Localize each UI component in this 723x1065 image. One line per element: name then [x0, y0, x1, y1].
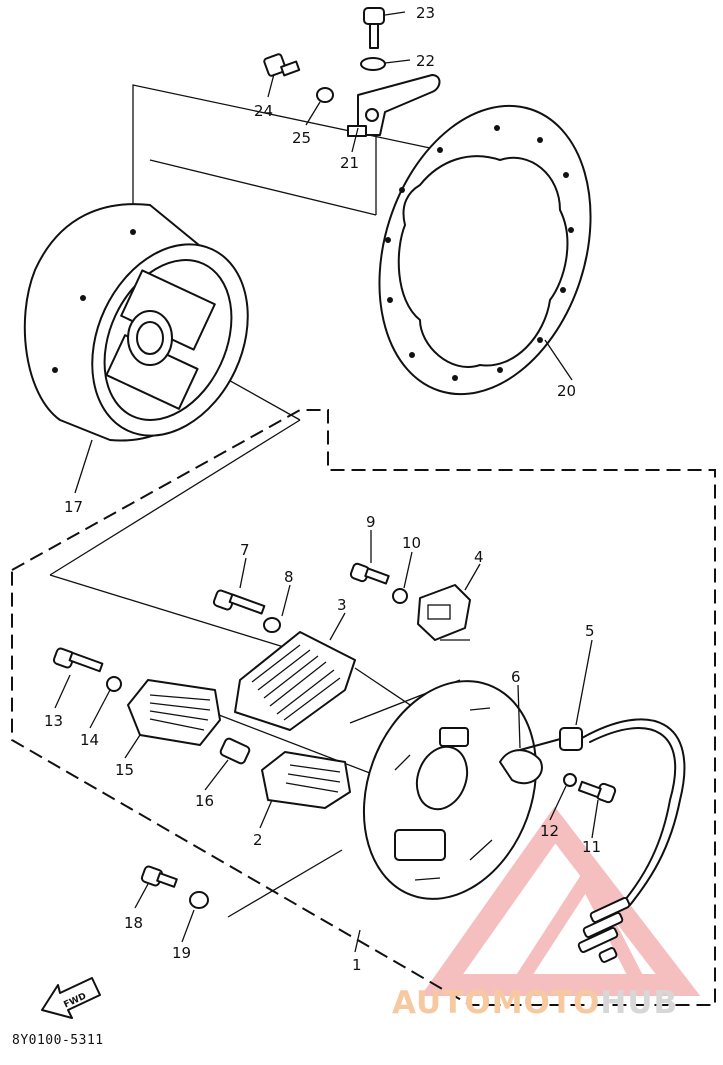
callout-18: 18	[124, 914, 143, 932]
callout-1: 1	[352, 956, 362, 974]
washer-12-icon	[563, 773, 577, 787]
coil-2	[261, 751, 351, 809]
callout-23: 23	[416, 4, 435, 22]
washer-14-icon	[106, 676, 122, 692]
washer-22-icon	[360, 57, 386, 71]
flywheel-rotor	[23, 203, 249, 442]
callout-24: 24	[254, 102, 273, 120]
fwd-arrow-icon: FWD	[41, 977, 101, 1019]
callout-3: 3	[337, 596, 347, 614]
screw-13-icon	[52, 647, 104, 673]
callout-8: 8	[284, 568, 294, 586]
coil-4	[417, 584, 471, 641]
callout-13: 13	[44, 712, 63, 730]
bracket-assembly	[263, 7, 441, 137]
collar-16-icon	[219, 737, 251, 765]
coil-15	[127, 679, 221, 746]
callout-15: 15	[115, 761, 134, 779]
callout-7: 7	[240, 541, 250, 559]
drawing-code: 8Y0100-5311	[12, 1033, 104, 1048]
screw-9-icon	[349, 562, 390, 585]
clamp-6-icon	[499, 749, 543, 785]
callout-20: 20	[557, 382, 576, 400]
stator-base-plate	[362, 680, 538, 900]
callout-5: 5	[585, 622, 595, 640]
fasteners	[52, 562, 617, 909]
callout-14: 14	[80, 731, 99, 749]
wire-harness	[499, 718, 686, 963]
callout-6: 6	[511, 668, 521, 686]
washer-19-icon	[189, 891, 209, 909]
callout-numbers: 1 2 3 4 5 6 7 8 9 10 11 12 13 14 15 16 1…	[44, 4, 601, 974]
callout-22: 22	[416, 52, 435, 70]
callout-11: 11	[582, 838, 601, 856]
callout-9: 9	[366, 513, 376, 531]
screw-7-icon	[212, 589, 266, 615]
screw-18-icon	[140, 865, 178, 888]
callout-17: 17	[64, 498, 83, 516]
gasket-ring	[378, 104, 592, 396]
callout-12: 12	[540, 822, 559, 840]
screw-23-icon	[363, 7, 385, 49]
callout-25: 25	[292, 129, 311, 147]
washer-10-icon	[392, 588, 408, 604]
washer-25-icon	[316, 87, 334, 103]
assembly-boundary-dashed	[11, 409, 716, 1006]
callout-4: 4	[474, 548, 484, 566]
watermark-text: AUTOMOTOHUB	[392, 985, 678, 1021]
connector-plugs-icon	[577, 897, 631, 963]
callout-10: 10	[402, 534, 421, 552]
callout-16: 16	[195, 792, 214, 810]
callout-21: 21	[340, 154, 359, 172]
bolt-24-icon	[263, 53, 301, 77]
callout-2: 2	[253, 831, 263, 849]
screw-11-icon	[577, 780, 617, 804]
callout-leaders	[54, 11, 599, 953]
coil-3	[234, 631, 356, 731]
washer-8-icon	[263, 617, 281, 633]
watermark-text-a: AUTOMOTO	[392, 985, 601, 1021]
callout-19: 19	[172, 944, 191, 962]
watermark-text-b: HUB	[600, 985, 679, 1021]
